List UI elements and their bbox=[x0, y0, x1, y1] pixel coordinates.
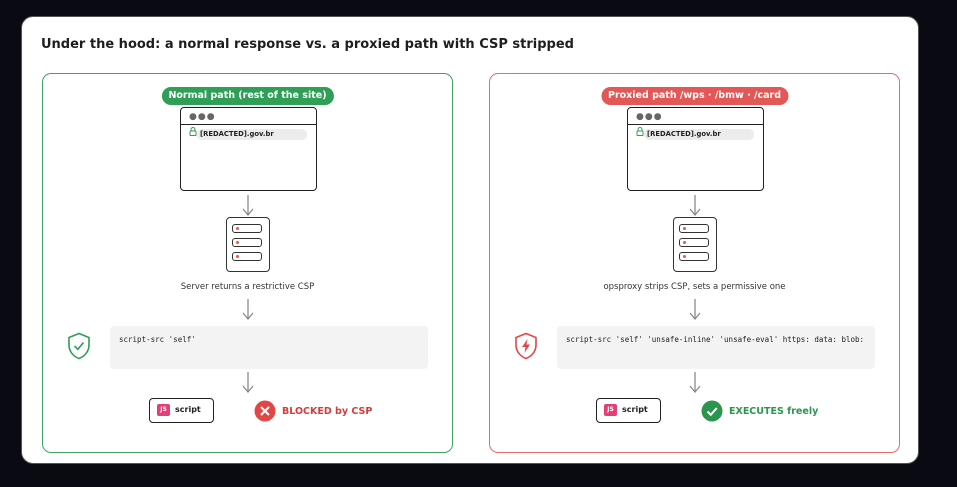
browser-divider bbox=[628, 124, 763, 125]
normal-path-label: Normal path (rest of the site) bbox=[161, 87, 334, 105]
window-dots-icon: ●●● bbox=[636, 112, 663, 122]
check-circle-icon bbox=[701, 400, 723, 422]
proxied-path-label: Proxied path /wps · /bmw · /card bbox=[600, 87, 789, 105]
csp-header-code: script-src 'self' bbox=[110, 326, 428, 369]
script-label: script bbox=[175, 405, 201, 414]
result-blocked: BLOCKED by CSP bbox=[254, 400, 372, 422]
arrow-down-icon bbox=[689, 195, 700, 217]
diagram-title: Under the hood: a normal response vs. a … bbox=[41, 37, 574, 52]
browser-window: ●●● [REDACTED].gov.br bbox=[627, 107, 764, 191]
server-caption: Server returns a restrictive CSP bbox=[180, 282, 315, 292]
x-circle-icon bbox=[254, 400, 276, 422]
result-text: EXECUTES freely bbox=[729, 405, 819, 417]
arrow-down-icon bbox=[689, 372, 700, 394]
arrow-down-icon bbox=[242, 372, 253, 394]
window-dots-icon: ●●● bbox=[189, 112, 216, 122]
url-bar: [REDACTED].gov.br bbox=[197, 129, 307, 140]
browser-window: ●●● [REDACTED].gov.br bbox=[180, 107, 317, 191]
result-executes: EXECUTES freely bbox=[701, 400, 818, 422]
script-box: JS script bbox=[596, 398, 661, 423]
arrow-down-icon bbox=[242, 195, 253, 217]
proxied-path-panel: Proxied path /wps · /bmw · /card ●●● [RE… bbox=[489, 73, 900, 453]
shield-bolt-icon bbox=[515, 332, 537, 360]
script-label: script bbox=[622, 405, 648, 414]
shield-check-icon bbox=[68, 332, 90, 360]
csp-header-code: script-src 'self' 'unsafe-inline' 'unsaf… bbox=[557, 326, 875, 369]
normal-path-panel: Normal path (rest of the site) ●●● [REDA… bbox=[42, 73, 453, 453]
lock-icon bbox=[189, 127, 197, 136]
script-box: JS script bbox=[149, 398, 214, 423]
arrow-down-icon bbox=[689, 299, 700, 321]
arrow-down-icon bbox=[242, 299, 253, 321]
server-icon bbox=[672, 217, 717, 272]
js-file-icon: JS bbox=[157, 404, 170, 416]
js-file-icon: JS bbox=[604, 404, 617, 416]
diagram-frame: Under the hood: a normal response vs. a … bbox=[21, 16, 919, 464]
browser-divider bbox=[181, 124, 316, 125]
server-icon bbox=[225, 217, 270, 272]
url-bar: [REDACTED].gov.br bbox=[644, 129, 754, 140]
proxy-caption: opsproxy strips CSP, sets a permissive o… bbox=[603, 282, 786, 292]
result-text: BLOCKED by CSP bbox=[282, 405, 373, 417]
lock-icon bbox=[636, 127, 644, 136]
